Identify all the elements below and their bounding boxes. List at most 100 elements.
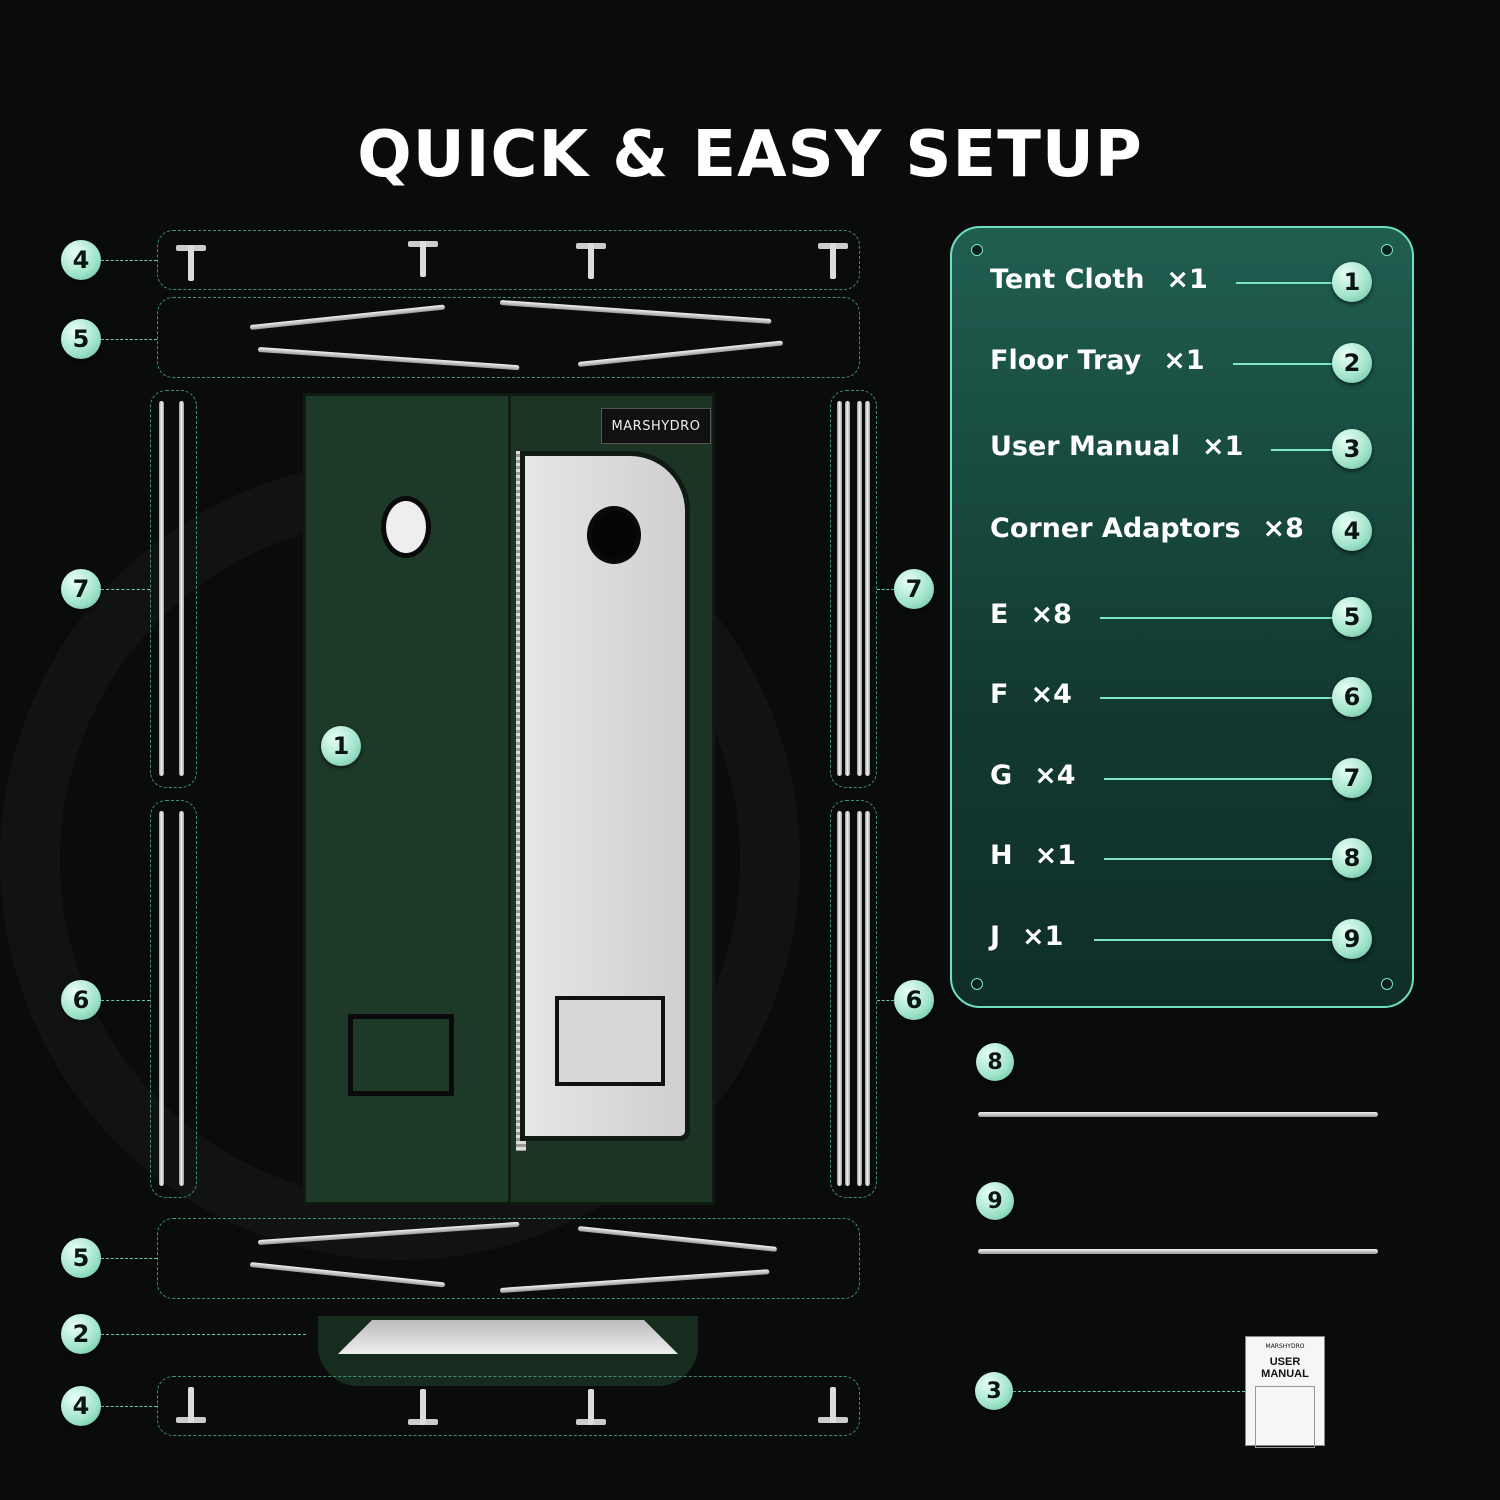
manual-cover-image bbox=[1255, 1386, 1315, 1448]
corner-adaptor bbox=[576, 1389, 606, 1425]
badge-tent-cloth: 1 bbox=[321, 726, 361, 766]
pole bbox=[845, 811, 850, 1186]
part-quantity: ×4 bbox=[1030, 679, 1072, 710]
panel-screw-hole bbox=[1381, 244, 1393, 256]
part-name: F bbox=[990, 679, 1009, 710]
badge-upright-upper-left: 7 bbox=[61, 569, 101, 609]
pole bbox=[837, 401, 842, 776]
part-item: Tent Cloth ×1 bbox=[990, 264, 1208, 295]
pole bbox=[837, 811, 842, 1186]
leader-line bbox=[101, 1000, 150, 1001]
part-number-badge: 4 bbox=[1332, 511, 1372, 551]
part-name: E bbox=[990, 599, 1009, 630]
leader-line bbox=[1104, 858, 1334, 860]
pole bbox=[857, 401, 862, 776]
badge-upright-lower-right: 6 bbox=[894, 980, 934, 1020]
corner-adaptor bbox=[408, 1389, 438, 1425]
corner-adaptor bbox=[576, 243, 606, 279]
corner-adaptor bbox=[818, 1387, 848, 1423]
part-quantity: ×1 bbox=[1202, 431, 1244, 462]
part-quantity: ×1 bbox=[1163, 345, 1205, 376]
part-number-badge: 3 bbox=[1332, 429, 1372, 469]
part-number-badge: 7 bbox=[1332, 758, 1372, 798]
poles-top-group bbox=[157, 297, 860, 378]
part-name: Floor Tray bbox=[990, 345, 1142, 376]
badge-floor-tray: 2 bbox=[61, 1314, 101, 1354]
observation-window bbox=[555, 996, 665, 1086]
part-number-badge: 8 bbox=[1332, 838, 1372, 878]
uprights-upper-right bbox=[830, 390, 877, 788]
part-name: Tent Cloth bbox=[990, 264, 1145, 295]
panel-screw-hole bbox=[971, 978, 983, 990]
badge-corner-bottom: 4 bbox=[61, 1386, 101, 1426]
leader-line bbox=[101, 339, 157, 340]
part-name: J bbox=[990, 921, 1001, 952]
leader-line bbox=[101, 1406, 157, 1407]
tent-door-reflective-interior bbox=[520, 451, 690, 1141]
part-number-badge: 6 bbox=[1332, 677, 1372, 717]
leader-line bbox=[1100, 617, 1334, 619]
corner-adaptors-bottom-group bbox=[157, 1376, 860, 1436]
uprights-lower-right bbox=[830, 800, 877, 1198]
manual-brand: MARSHYDRO bbox=[1265, 1343, 1305, 1350]
lower-window bbox=[348, 1014, 454, 1096]
corner-adaptor bbox=[176, 1387, 206, 1423]
leader-line bbox=[877, 589, 894, 590]
leader-line bbox=[101, 1258, 157, 1259]
pole bbox=[845, 401, 850, 776]
part-number-badge: 2 bbox=[1332, 343, 1372, 383]
part-name: G bbox=[990, 760, 1013, 791]
part-item: User Manual ×1 bbox=[990, 431, 1243, 462]
part-quantity: ×8 bbox=[1030, 599, 1072, 630]
leader-line bbox=[1233, 363, 1334, 365]
part-item: E ×8 bbox=[990, 599, 1072, 630]
part-quantity: ×1 bbox=[1166, 264, 1208, 295]
pole bbox=[179, 811, 184, 1186]
brand-logo: MARSHYDRO bbox=[601, 408, 711, 444]
badge-part-j: 9 bbox=[976, 1182, 1014, 1220]
part-quantity: ×4 bbox=[1034, 760, 1076, 791]
badge-upright-lower-left: 6 bbox=[61, 980, 101, 1020]
badge-poles-bottom: 5 bbox=[61, 1238, 101, 1278]
part-number-badge: 9 bbox=[1332, 919, 1372, 959]
part-quantity: ×1 bbox=[1034, 840, 1077, 871]
pole bbox=[179, 401, 184, 776]
leader-line bbox=[1100, 697, 1334, 699]
badge-user-manual: 3 bbox=[975, 1372, 1013, 1410]
leader-line bbox=[101, 1334, 306, 1335]
corner-adaptor bbox=[176, 245, 206, 281]
part-number-badge: 5 bbox=[1332, 597, 1372, 637]
corner-adaptors-top-group bbox=[157, 230, 860, 290]
leader-line bbox=[1094, 939, 1334, 941]
pole bbox=[159, 811, 164, 1186]
uprights-upper-left bbox=[150, 390, 197, 788]
part-item: Corner Adaptors×8 bbox=[990, 513, 1304, 544]
leader-line bbox=[1271, 449, 1334, 451]
badge-part-h: 8 bbox=[976, 1043, 1014, 1081]
support-bar-h bbox=[978, 1112, 1378, 1117]
vent-port bbox=[381, 496, 431, 558]
leader-line bbox=[1236, 282, 1334, 284]
support-bar-j bbox=[978, 1249, 1378, 1254]
badge-poles-top: 5 bbox=[61, 319, 101, 359]
manual-title: USER MANUAL bbox=[1261, 1356, 1309, 1380]
corner-adaptor bbox=[408, 241, 438, 277]
part-name: H bbox=[990, 840, 1013, 871]
pole bbox=[865, 811, 870, 1186]
pole bbox=[159, 401, 164, 776]
leader-line bbox=[1104, 778, 1334, 780]
leader-line bbox=[877, 1000, 894, 1001]
vent-port bbox=[587, 506, 641, 564]
leader-line bbox=[1013, 1391, 1245, 1392]
badge-upright-upper-right: 7 bbox=[894, 569, 934, 609]
part-name: User Manual bbox=[990, 431, 1181, 462]
part-item: H ×1 bbox=[990, 840, 1076, 871]
part-item: J×1 bbox=[990, 921, 1063, 952]
part-number-badge: 1 bbox=[1332, 262, 1372, 302]
panel-screw-hole bbox=[1381, 978, 1393, 990]
part-quantity: ×8 bbox=[1262, 513, 1304, 544]
grow-tent-illustration: MARSHYDRO bbox=[303, 393, 715, 1205]
pole bbox=[857, 811, 862, 1186]
part-item: Floor Tray ×1 bbox=[990, 345, 1205, 376]
badge-corner-top: 4 bbox=[61, 240, 101, 280]
